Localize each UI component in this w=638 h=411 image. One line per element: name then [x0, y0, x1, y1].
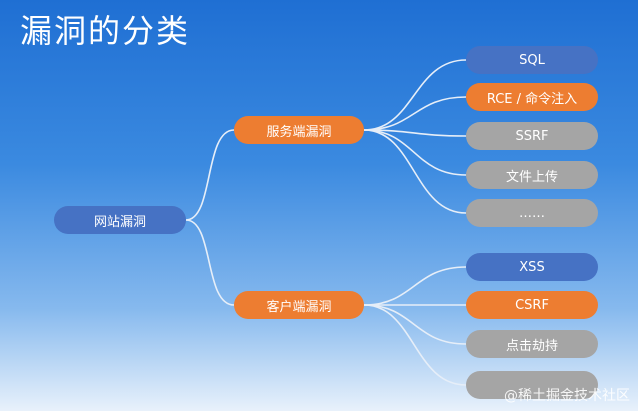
leaf-rce: RCE / 命令注入: [466, 83, 598, 111]
root-node: 网站漏洞: [54, 206, 186, 234]
link-server-rce: [363, 96, 467, 131]
link-root-client: [185, 219, 235, 306]
link-root-server: [185, 129, 235, 221]
leaf-upload: 文件上传: [466, 161, 598, 189]
leaf-sql: SQL: [466, 46, 598, 74]
slide-title: 漏洞的分类: [20, 12, 191, 50]
category-server: 服务端漏洞: [234, 116, 364, 144]
leaf-extra: [466, 371, 598, 399]
category-client: 客户端漏洞: [234, 291, 364, 319]
link-server-sql: [363, 59, 467, 131]
leaf-csrf: CSRF: [466, 291, 598, 319]
leaf-ssrf: SSRF: [466, 122, 598, 150]
leaf-more: ……: [466, 199, 598, 227]
link-client-extra: [363, 304, 467, 386]
link-server-more: [363, 129, 467, 214]
link-client-xss: [363, 266, 467, 306]
leaf-xss: XSS: [466, 253, 598, 281]
leaf-clickjack: 点击劫持: [466, 330, 598, 358]
watermark: @稀土掘金技术社区: [504, 388, 630, 404]
link-client-click: [363, 304, 467, 345]
link-server-upload: [363, 129, 467, 176]
link-server-ssrf: [363, 129, 467, 137]
